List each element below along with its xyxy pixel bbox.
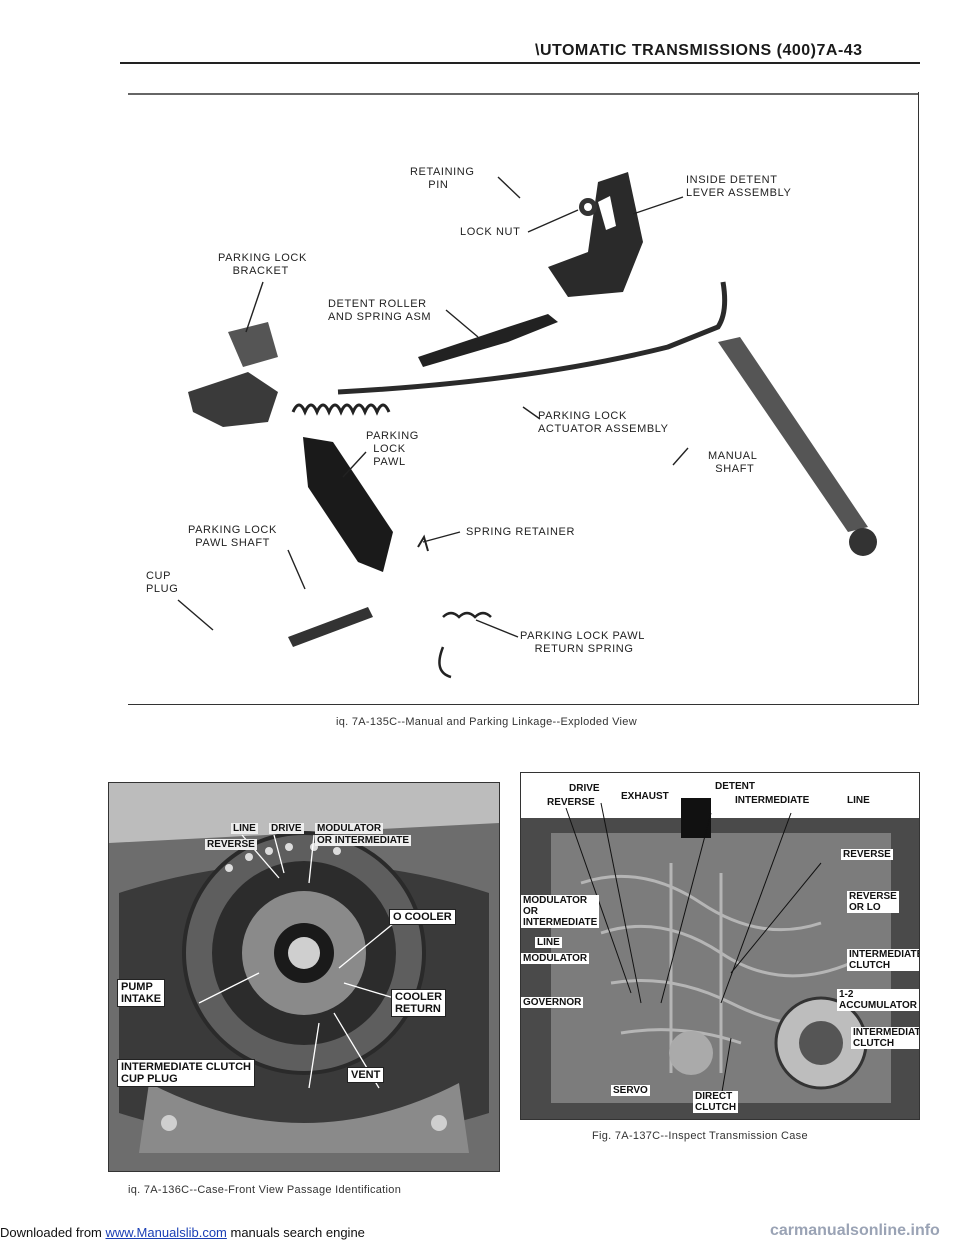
page-header-title: \UTOMATIC TRANSMISSIONS (400)7A-43 <box>535 42 863 59</box>
label-manual-shaft: MANUAL SHAFT <box>708 450 758 475</box>
label-line: LINE <box>231 823 258 834</box>
label-pump-intake: PUMP INTAKE <box>117 979 166 1007</box>
manualslib-link[interactable]: www.Manualslib.com <box>105 1225 227 1240</box>
label-spring-retainer: SPRING RETAINER <box>466 526 576 538</box>
label-modulator: MODULATOR <box>315 823 384 834</box>
label-accumulator: 1-2 ACCUMULATOR <box>837 989 919 1011</box>
label-intermediate-clutch-low: INTERMEDIATE CLUTCH <box>851 1027 919 1049</box>
label-parking-lock-actuator: PARKING LOCK ACTUATOR ASSEMBLY <box>538 410 669 435</box>
label-inside-detent: INSIDE DETENT LEVER ASSEMBLY <box>686 174 792 199</box>
label-drive-top: DRIVE <box>567 783 602 794</box>
label-exhaust: EXHAUST <box>619 791 671 802</box>
case-front-photo <box>109 783 499 1171</box>
label-vent: VENT <box>347 1067 385 1083</box>
label-retaining-pin: RETAINING PIN <box>410 166 475 191</box>
label-parking-lock-bracket: PARKING LOCK BRACKET <box>218 252 307 277</box>
figure-137c-photo: DRIVE REVERSE EXHAUST DETENT INTERMEDIAT… <box>520 772 920 1120</box>
caption-fig-136c: iq. 7A-136C--Case-Front View Passage Ide… <box>128 1184 402 1196</box>
linkage-drawing <box>128 93 918 679</box>
label-line-top: LINE <box>845 795 872 806</box>
watermark: carmanualsonline.info <box>770 1222 940 1239</box>
label-drive: DRIVE <box>269 823 304 834</box>
footer-suffix: manuals search engine <box>226 1225 365 1240</box>
label-detent-roller: DETENT ROLLER AND SPRING ASM <box>328 298 432 323</box>
label-reverse-top: REVERSE <box>545 797 597 808</box>
figure-136c-photo: LINE DRIVE MODULATOR OR INTERMEDIATE REV… <box>108 782 500 1172</box>
label-intermediate-clutch: INTERMEDIATE CLUTCH CUP PLUG <box>117 1059 255 1087</box>
label-to-cooler: O COOLER <box>389 909 456 925</box>
label-direct-clutch: DIRECT CLUTCH <box>693 1091 739 1113</box>
caption-fig-137c: Fig. 7A-137C--Inspect Transmission Case <box>592 1130 808 1142</box>
figure-135c-frame: RETAINING PIN INSIDE DETENT LEVER ASSEMB… <box>128 92 919 705</box>
label-pawl-shaft: PARKING LOCK PAWL SHAFT <box>188 524 277 549</box>
label-cup-plug: CUP PLUG <box>146 570 179 595</box>
label-cooler-return: COOLER RETURN <box>391 989 447 1017</box>
footer-download-line: Downloaded from www.Manualslib.com manua… <box>0 1225 365 1240</box>
label-reverse-or-lo: REVERSE OR LO <box>847 891 899 913</box>
transmission-case-photo <box>521 773 919 1119</box>
header-rule <box>120 62 920 64</box>
label-parking-lock-pawl: PARKING LOCK PAWL <box>366 430 419 468</box>
label-or-intermediate: OR INTERMEDIATE <box>315 835 412 846</box>
label-reverse-right: REVERSE <box>841 849 893 860</box>
label-line-mid: LINE <box>535 937 562 948</box>
label-reverse: REVERSE <box>205 839 257 850</box>
label-detent: DETENT <box>713 781 757 792</box>
label-servo: SERVO <box>611 1085 650 1096</box>
label-governor: GOVERNOR <box>521 997 584 1008</box>
caption-fig-135c: iq. 7A-135C--Manual and Parking Linkage-… <box>336 716 637 728</box>
actuator-spring <box>291 403 391 416</box>
label-modulator-or-intermediate: MODULATOR OR INTERMEDIATE <box>521 895 600 928</box>
footer-prefix: Downloaded from <box>0 1225 106 1240</box>
label-modulator: MODULATOR <box>521 953 590 964</box>
label-pawl-return-spring: PARKING LOCK PAWL RETURN SPRING <box>520 630 645 655</box>
label-intermediate-clutch: INTERMEDIATE CLUTCH <box>847 949 919 971</box>
label-intermediate-top: INTERMEDIATE <box>733 795 812 806</box>
label-lock-nut: LOCK NUT <box>460 226 521 238</box>
